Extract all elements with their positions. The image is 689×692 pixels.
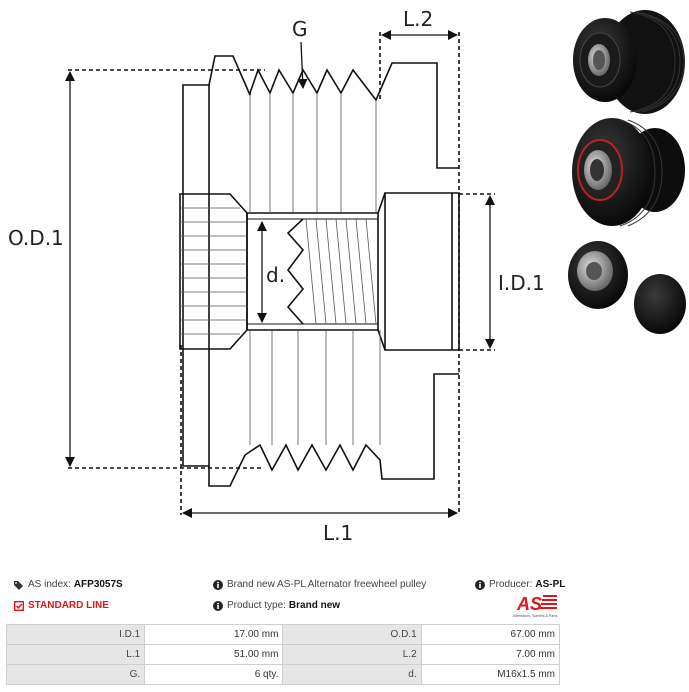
as-index-value: AFP3057S	[73, 579, 123, 590]
product-type-label: Product type:	[227, 600, 286, 611]
g-pointer-arrow	[297, 41, 308, 89]
technical-drawing: O.D.1 I.D.1 L.1 L.2 G d.	[8, 7, 545, 545]
pulley-rear-view-bearing	[572, 118, 685, 227]
spec-label: G.	[5, 664, 146, 685]
svg-text:Alternators, Starters & Parts: Alternators, Starters & Parts	[513, 614, 558, 618]
spec-label: O.D.1	[282, 624, 422, 645]
info-icon	[213, 600, 223, 611]
as-pl-logo: AS Alternators, Starters & Parts	[513, 594, 558, 618]
table-row: I.D.1 17.00 mm O.D.1 67.00 mm	[5, 624, 561, 645]
spec-value: 17.00 mm	[144, 624, 284, 645]
pulley-front-view	[573, 10, 685, 114]
producer-label: Producer:	[489, 579, 533, 590]
spec-value: 7.00 mm	[420, 644, 561, 665]
product-description: Brand new AS-PL Alternator freewheel pul…	[213, 579, 426, 590]
l2-label: L.2	[403, 7, 433, 31]
table-row: L.1 51.00 mm L.2 7.00 mm	[5, 644, 561, 665]
l1-label: L.1	[323, 521, 353, 545]
right-boss	[384, 192, 460, 351]
as-index-label: AS index:	[28, 579, 71, 590]
table-row: G. 6 qty. d. M16x1.5 mm	[5, 664, 561, 685]
spec-value: 51.00 mm	[144, 644, 284, 665]
splined-hub	[179, 193, 248, 350]
product-photos	[568, 10, 686, 334]
spec-label: I.D.1	[5, 624, 146, 645]
svg-text:AS: AS	[516, 594, 542, 614]
grooves-bottom	[244, 373, 459, 480]
product-type-value: Brand new	[288, 600, 341, 611]
info-icon	[213, 579, 223, 590]
producer-value: AS-PL	[535, 579, 566, 590]
spec-value: M16x1.5 mm	[420, 664, 561, 685]
od1-label: O.D.1	[8, 226, 64, 250]
product-type: Product type: Brand new	[213, 600, 340, 611]
as-index: AS index: AFP3057S	[14, 579, 123, 590]
info-icon	[475, 579, 485, 590]
grooves-top	[249, 62, 459, 169]
d-label: d.	[266, 263, 285, 287]
spec-table: I.D.1 17.00 mm O.D.1 67.00 mm L.1 51.00 …	[5, 624, 561, 685]
spec-label: d.	[282, 664, 422, 685]
spec-label: L.1	[5, 644, 146, 665]
tags-icon	[14, 580, 23, 590]
standard-line-text: STANDARD LINE	[28, 600, 109, 611]
pulley-cap-and-hub	[568, 241, 686, 334]
id1-label: I.D.1	[498, 271, 545, 295]
standard-line-badge: STANDARD LINE	[14, 600, 109, 611]
spec-label: L.2	[282, 644, 422, 665]
g-label: G	[292, 17, 308, 41]
spec-value: 67.00 mm	[420, 624, 561, 645]
description-text: Brand new AS-PL Alternator freewheel pul…	[227, 579, 427, 590]
left-flange	[182, 84, 210, 467]
checkbox-checked-icon	[14, 600, 24, 611]
spec-value: 6 qty.	[144, 664, 284, 685]
producer: Producer: AS-PL	[475, 579, 565, 590]
